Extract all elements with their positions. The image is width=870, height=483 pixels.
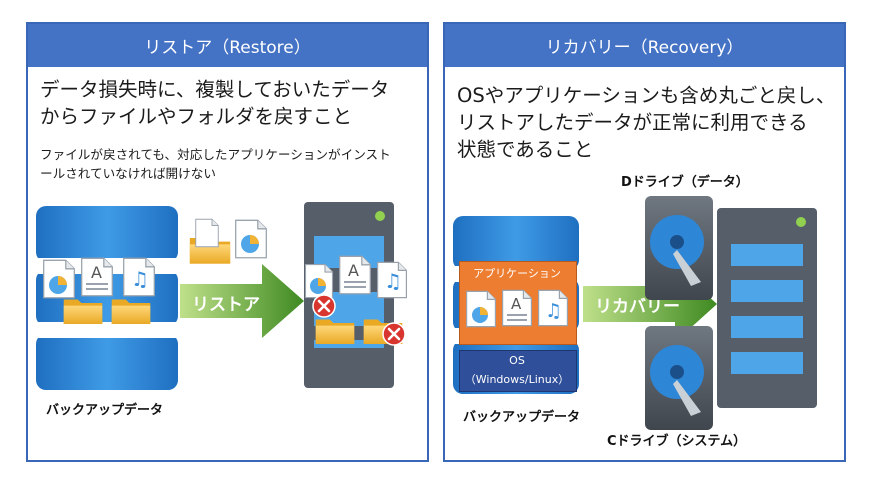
restore-note-line-1: ファイルが戻されても、対応したアプリケーションがインスト <box>40 147 391 162</box>
server-icon <box>717 208 817 408</box>
recovery-arrow-label: リカバリー <box>595 297 680 317</box>
svg-text:A: A <box>91 263 102 282</box>
os-sub-label: （Windows/Linux） <box>464 373 570 386</box>
recovery-lead-line-2: リストアしたデータが正常に利用できる <box>457 111 808 134</box>
server-files-icon: A ♫ <box>304 255 408 344</box>
application-files-icon: A ♫ <box>465 289 569 328</box>
recovery-lead-line-3: 状態であること <box>457 138 594 161</box>
d-drive-icon <box>645 196 713 300</box>
restore-arrow <box>180 264 304 338</box>
restore-arrow-label: リストア <box>192 295 260 315</box>
backup-files-icon: A ♫ <box>43 257 155 324</box>
svg-text:A: A <box>348 261 359 280</box>
restored-files-icon <box>189 218 267 264</box>
recovery-lead-line-1: OSやアプリケーションも含め丸ごと戻し、 <box>457 84 836 107</box>
restore-backup-label: バックアップデータ <box>46 403 164 418</box>
svg-text:A: A <box>511 295 522 313</box>
c-drive-label: Cドライブ（システム） <box>607 434 747 449</box>
d-drive-label: Dドライブ（データ） <box>621 175 749 190</box>
restore-lead-line-2: からファイルやフォルダを戻すこと <box>40 105 353 128</box>
recovery-panel: リカバリー（Recovery） OSやアプリケーションも含め丸ごと戻し、 リスト… <box>443 22 846 462</box>
error-icon <box>312 294 336 318</box>
error-icon <box>382 322 406 346</box>
restore-header: リストア（Restore） <box>28 24 427 67</box>
recovery-backup-label: バックアップデータ <box>463 410 581 425</box>
application-label: アプリケーション <box>473 267 561 280</box>
recovery-header: リカバリー（Recovery） <box>445 24 844 67</box>
c-drive-icon <box>645 326 713 430</box>
svg-text:♫: ♫ <box>131 267 149 291</box>
restore-lead-line-1: データ損失時に、複製しておいたデータ <box>40 78 390 101</box>
svg-text:♫: ♫ <box>545 300 562 322</box>
svg-text:♫: ♫ <box>384 269 402 293</box>
restore-panel: リストア（Restore） データ損失時に、複製しておいたデータ からファイルや… <box>26 22 429 462</box>
restore-note-line-2: ールされていなければ開けない <box>40 166 216 181</box>
os-label: OS <box>509 354 525 367</box>
os-box <box>459 350 577 392</box>
